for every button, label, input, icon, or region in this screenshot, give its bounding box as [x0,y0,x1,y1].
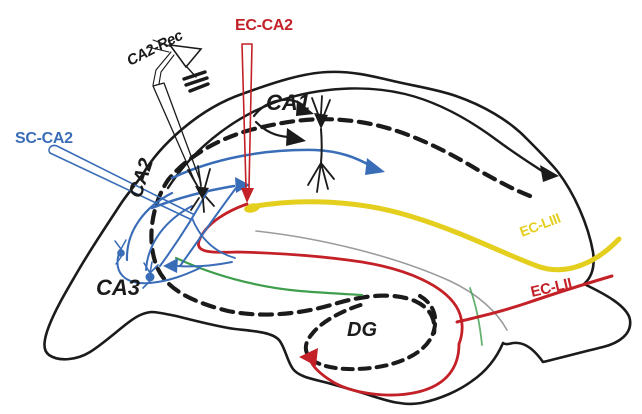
ca1-input-arrowhead-upper-icon [296,100,314,116]
label-ca1: CA1 [266,90,310,115]
ec-lii-fiber-dg-wrap [308,342,461,397]
ca1-input-arc-lower [254,120,290,139]
blue-long-arrowhead-icon [365,158,385,175]
pyramidal-layer-dashed-line [149,117,533,336]
ca1-output-arc [166,87,547,190]
green-fiber-line [174,256,364,297]
ca2-rec-electrode [147,39,210,185]
sc-ca2-electrode [48,144,194,220]
label-sc-ca2: SC-CA2 [15,130,73,147]
label-ec-liii: EC-LIII [517,210,562,240]
dentate-gyrus-dashed-loop [303,294,438,372]
recording-pipette [152,82,202,185]
blue-fiber-loop-3 [116,249,201,285]
green-fiber-short [469,287,483,346]
ground-icon [182,70,210,93]
ca3-blue-neuron-1 [142,261,159,289]
ca3-blue-neuron-2 [114,239,127,265]
blue-fiber-cross-2 [179,187,237,267]
label-ec-lii: EC-LII [529,275,573,301]
ec-liii-fiber-line [247,199,622,273]
ca1-input-arrowhead-lower-icon [286,128,306,146]
blue-fiber-long-arc [170,148,373,180]
amplifier-icon [168,43,203,69]
ca1-output-arrowhead-icon [540,165,559,182]
ec-ca2-electrode [241,43,254,203]
label-ec-ca2: EC-CA2 [235,17,293,34]
blue-fiber-loop-1 [125,191,174,262]
dg-red-arrowhead-icon [299,348,318,366]
brain-slice-outline [43,70,632,406]
ec-lii-fiber-to-ec [455,274,614,324]
gray-fiber-line [255,230,508,331]
blue-ca2-arrowhead-icon [235,177,250,193]
label-dg: DG [347,319,377,341]
ca1-neuron [307,95,335,193]
blue-ca3-arrowhead-icon [163,258,178,273]
blue-fiber-ca3-arrow-line [177,261,233,268]
label-ca3: CA3 [96,275,140,300]
blue-fiber-from-pipette [191,217,236,259]
ec-lii-fiber-main [197,202,464,346]
